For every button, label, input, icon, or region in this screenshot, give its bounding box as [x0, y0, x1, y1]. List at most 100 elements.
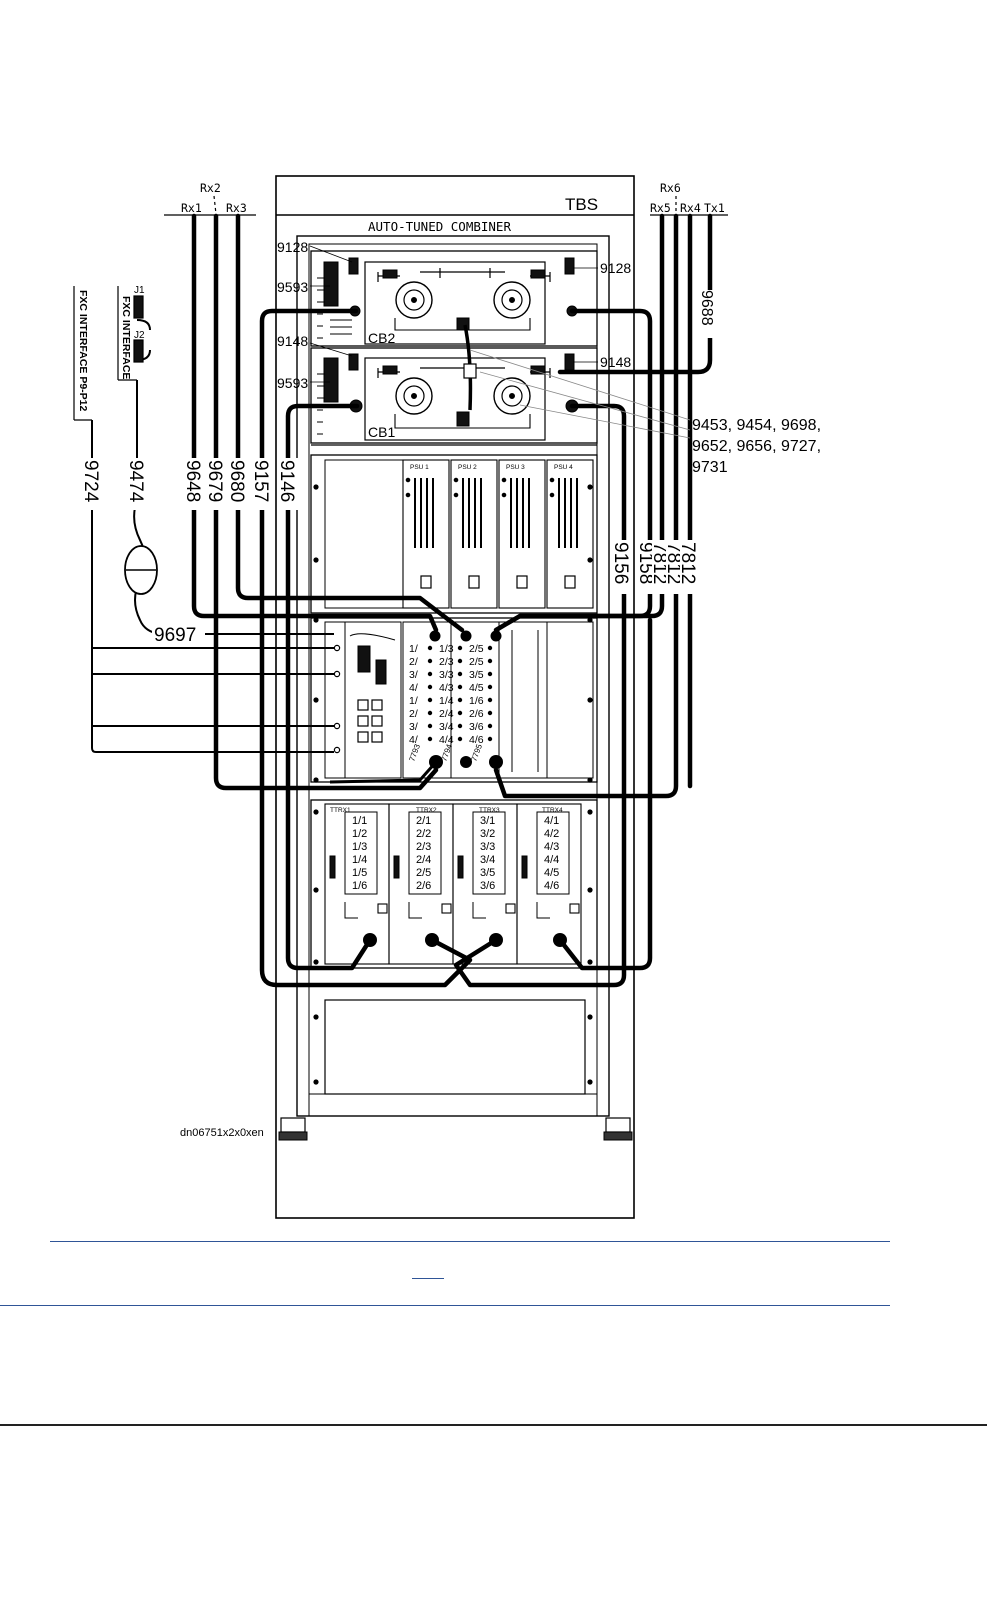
ttrx-port-label: 1/6 [352, 880, 367, 892]
cable-9474-label: 9474 [125, 460, 146, 503]
rx5-label: Rx5 [650, 201, 671, 215]
cb1-label: CB1 [368, 424, 395, 440]
fxc-interface-small-label: FXC INTERFACE [120, 296, 132, 379]
dmc-port-label: 4/3 [439, 682, 454, 694]
dmc-port-label: 1/6 [469, 695, 484, 707]
ttrx-port-label: 1/3 [352, 841, 367, 853]
ttrx-labels: TTRX1 TTRX2 TTRX3 TTRX4 [330, 807, 563, 814]
blue-link-underline[interactable] [412, 1278, 444, 1279]
rx3-label: Rx3 [226, 201, 247, 215]
divider-blue-bottom [0, 1305, 890, 1306]
rx2-label: Rx2 [200, 181, 221, 195]
j2-label: J2 [134, 330, 145, 341]
combiner-link-sleeve [463, 363, 477, 379]
combiner-unit-cb2 [310, 250, 598, 347]
ttrx-port-label: 4/3 [544, 841, 559, 853]
dmc-port-label: 2/ [409, 656, 418, 668]
ttrx-port-label: 1/2 [352, 828, 367, 840]
ttrx-port-label: 3/6 [480, 880, 495, 892]
cable-9593-top-label: 9593 [277, 279, 308, 295]
cable-7812-a-label: 7812 [649, 542, 670, 584]
cable-7812-b-label: 7812 [663, 542, 684, 584]
tx1-label: Tx1 [704, 201, 725, 215]
ttrx-port-label: 2/3 [416, 841, 431, 853]
cable-rx3-9680 [235, 213, 465, 633]
rx1-label: Rx1 [181, 201, 202, 215]
cable-9724-label: 9724 [80, 460, 101, 503]
divider-blue-top [50, 1241, 890, 1242]
cable-9156 [517, 308, 653, 619]
cable-7812-c-label: 7812 [677, 542, 698, 584]
dmc-port-label: 2/4 [439, 708, 454, 720]
ttrx-port-label: 4/1 [544, 815, 559, 827]
ttrx-antenna-connectors [363, 933, 567, 947]
dmc-port-label: 3/3 [439, 669, 454, 681]
combiner-label: AUTO-TUNED COMBINER [368, 219, 511, 234]
control-cables [91, 319, 334, 753]
dmc-port-label: 4/6 [469, 734, 484, 746]
dmc-port-label: 3/6 [469, 721, 484, 733]
dmc-port-label: 4/ [409, 682, 418, 694]
cable-group-label-line2: 9652, 9656, 9727, [692, 438, 821, 455]
dmc-port-label: 2/ [409, 708, 418, 720]
dmc-port-label: 4/4 [439, 734, 454, 746]
ttrx-port-label: 1/4 [352, 854, 367, 866]
cable-9128-left-label: 9128 [277, 239, 308, 255]
ttrx-4-label: TTRX4 [542, 807, 563, 814]
fxc-interface-main-label: FXC INTERFACE P9-P12 [77, 290, 89, 412]
cable-9157 [259, 308, 473, 988]
dmc-cable-jumpers [329, 761, 438, 784]
psu-2-label: PSU 2 [458, 464, 477, 471]
dmc-port-label: 3/5 [469, 669, 484, 681]
cable-9146-label: 9146 [276, 460, 297, 502]
ttrx-port-label: 3/5 [480, 867, 495, 879]
ttrx-port-label: 1/1 [352, 815, 367, 827]
dmc-port-label: 2/5 [469, 643, 484, 655]
cable-group-label-line3: 9731 [692, 459, 728, 476]
cable-9148-right-label: 9148 [600, 354, 631, 370]
dmc-port-label: 3/ [409, 669, 418, 681]
leader-lines [309, 245, 691, 439]
ttrx-port-label: 2/4 [416, 854, 431, 866]
psu-shelf [310, 454, 598, 614]
rack-frame [275, 175, 635, 1219]
dmc-port-label: 1/ [409, 643, 418, 655]
cable-rx1-9648 [191, 213, 439, 633]
ttrx-port-label: 4/4 [544, 854, 559, 866]
dmc-shelf [310, 617, 598, 783]
dmc-port-label: 4/5 [469, 682, 484, 694]
ttrx-shelf [310, 799, 598, 969]
cable-rx2-9679 [213, 213, 439, 791]
ttrx-port-labels: 1/1 1/2 1/3 1/4 1/5 1/6 2/1 2/2 2/3 2/4 … [352, 815, 559, 892]
rotated-cable-labels: 9724 9474 9648 9679 9680 9157 9146 9688 … [80, 290, 720, 763]
fxc-interface-box [73, 286, 144, 421]
rx4-label: Rx4 [680, 201, 701, 215]
ttrx-port-label: 3/3 [480, 841, 495, 853]
dmc-port-dots [427, 645, 493, 742]
psu-1-label: PSU 1 [410, 464, 429, 471]
cable-9648-label: 9648 [182, 460, 203, 502]
cable-9697-label: 9697 [154, 625, 196, 646]
dmc-port-label: 2/6 [469, 708, 484, 720]
dmc-port-labels: 1/ 2/ 3/ 4/ 1/ 2/ 3/ 4/ 1/3 2/3 3/3 4/3 … [409, 643, 484, 746]
ttrx-port-label: 3/2 [480, 828, 495, 840]
ttrx-port-label: 4/5 [544, 867, 559, 879]
psu-3-label: PSU 3 [506, 464, 525, 471]
rx6-label: Rx6 [660, 181, 681, 195]
combiner-unit-cb1 [310, 347, 598, 444]
dmc-port-label: 1/ [409, 695, 418, 707]
ttrx-port-label: 2/6 [416, 880, 431, 892]
ferrite-core [124, 545, 158, 595]
dmc-port-label: 1/3 [439, 643, 454, 655]
cable-9128-right-label: 9128 [600, 260, 631, 276]
ttrx-port-label: 4/6 [544, 880, 559, 892]
dmc-port-label: 2/3 [439, 656, 454, 668]
ttrx-port-label: 4/2 [544, 828, 559, 840]
ttrx-port-label: 2/1 [416, 815, 431, 827]
tbs-label: TBS [565, 195, 598, 214]
dmc-port-label: 3/ [409, 721, 418, 733]
divider-black [0, 1424, 987, 1426]
cb2-label: CB2 [368, 330, 395, 346]
cable-rx4-7812 [493, 213, 679, 799]
